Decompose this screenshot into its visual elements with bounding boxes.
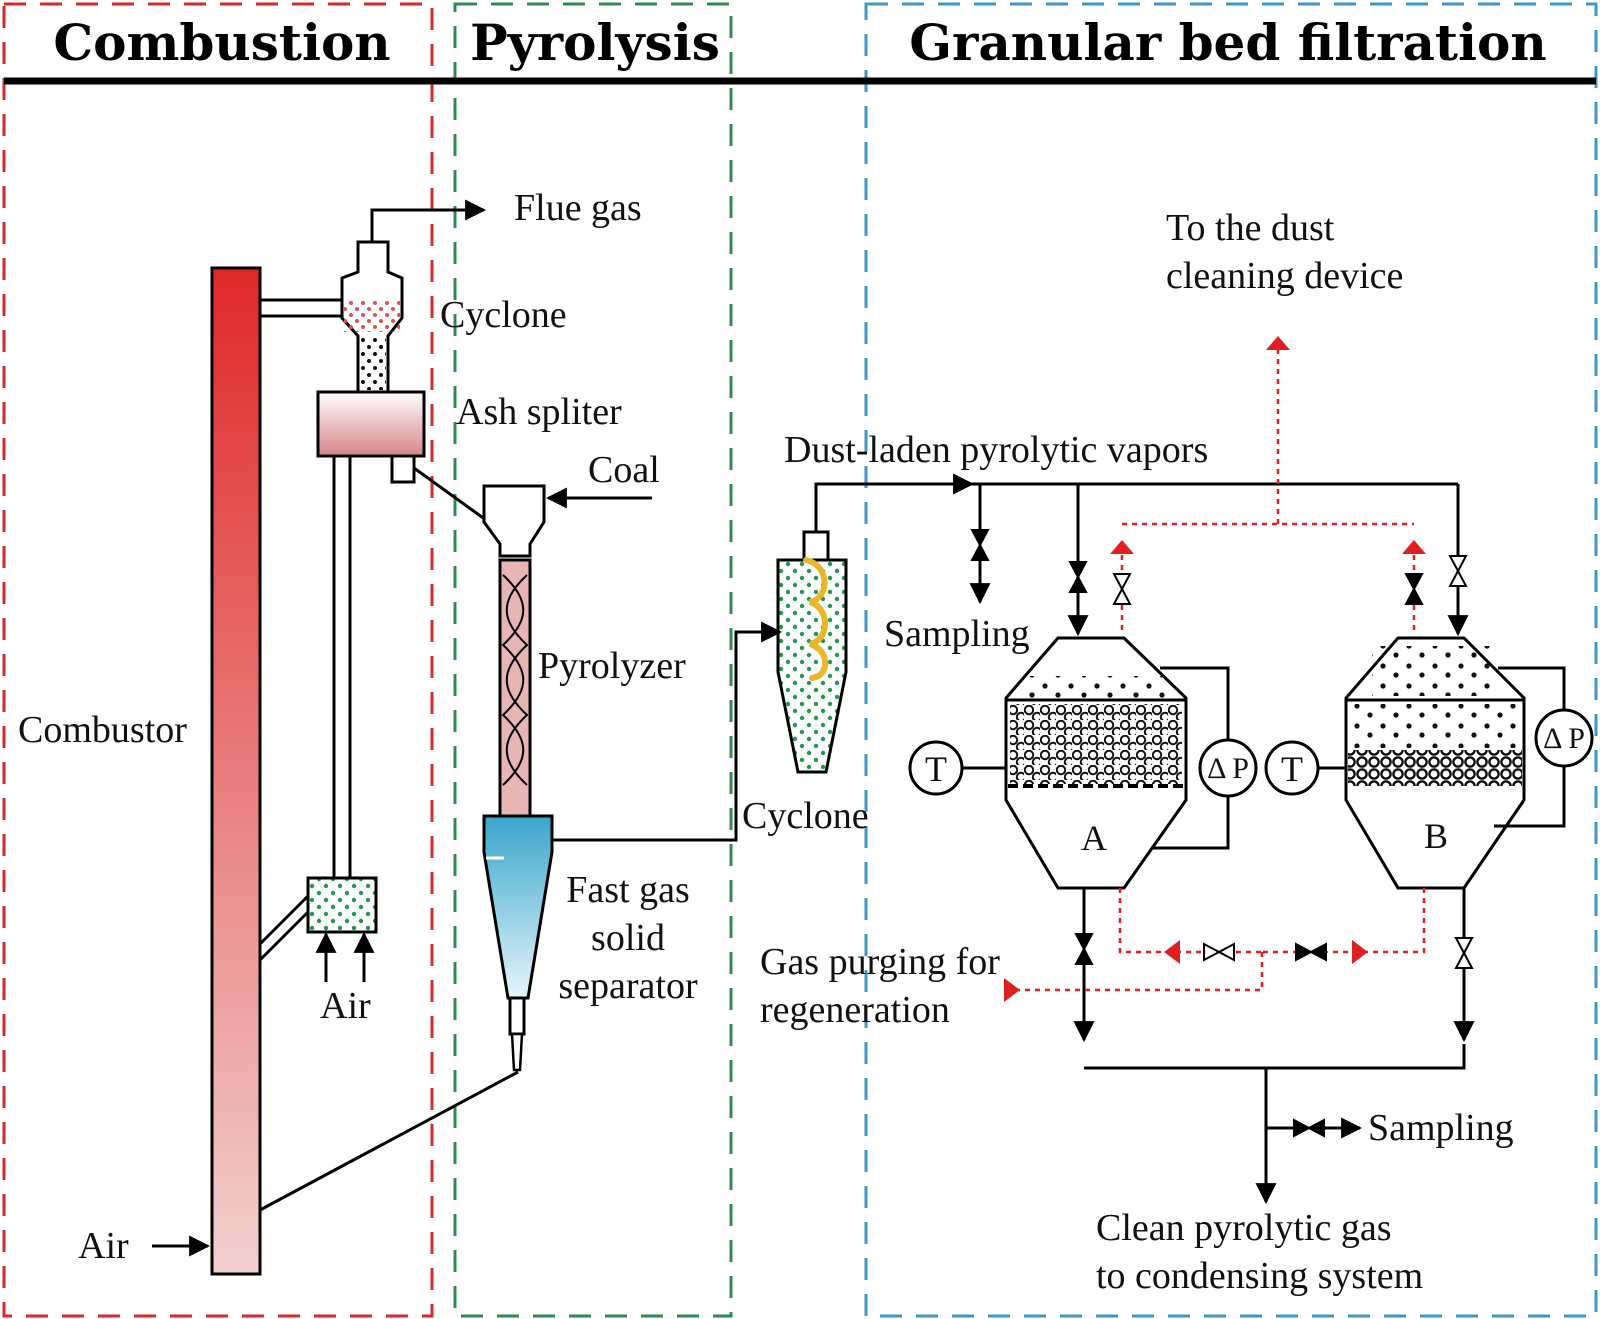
ash-spliter-label: Ash spliter xyxy=(456,391,622,433)
header-combustion: Combustion xyxy=(53,13,390,72)
filter-b-freeboard-dust xyxy=(1372,646,1492,696)
filter-a-dp-bottom-lead xyxy=(1152,796,1230,850)
sampling-top-label: Sampling xyxy=(884,613,1030,655)
filter-a-granular-bed xyxy=(1010,704,1182,784)
combustor-column xyxy=(210,266,262,1276)
mid-cyclone-body xyxy=(776,558,848,774)
char-return-line xyxy=(259,1070,519,1212)
combustor-label: Combustor xyxy=(18,709,187,751)
purge-label-line2: regeneration xyxy=(760,989,950,1031)
to-dust-label-line2: cleaning device xyxy=(1166,255,1403,297)
purge-line-b xyxy=(1262,888,1426,954)
fast-gas-label-line1: Fast gas xyxy=(566,869,690,911)
coal-label: Coal xyxy=(588,449,660,491)
filter-a-label: A xyxy=(1081,818,1107,858)
loop-seal-air-label: Air xyxy=(320,985,371,1027)
filter-b-dust-layer xyxy=(1350,704,1520,748)
mid-cyclone-vortex-finder xyxy=(802,530,830,562)
filter-b-dp-label: Δ P xyxy=(1543,722,1585,755)
pyrolyzer-tube xyxy=(498,558,532,818)
pyrolyzer-label: Pyrolyzer xyxy=(538,645,686,687)
clean-gas-label-line2: to condensing system xyxy=(1096,1255,1423,1297)
filter-a-dp-gauge xyxy=(1198,738,1258,798)
purge-valve-a xyxy=(1203,942,1235,962)
header-filtration: Granular bed filtration xyxy=(909,13,1546,72)
coal-hopper xyxy=(482,484,546,558)
header-pyrolysis: Pyrolysis xyxy=(470,13,720,72)
mid-cyclone-spiral xyxy=(803,557,829,681)
air-inlet-label: Air xyxy=(78,1225,129,1267)
mid-cyclone-label: Cyclone xyxy=(742,795,869,837)
filter-a-inlet-valve xyxy=(1068,561,1088,593)
loop-seal xyxy=(306,876,378,934)
sampling-valve xyxy=(970,529,990,561)
dust-cleaning-arrowhead-b xyxy=(1402,540,1426,554)
loop-seal-return-lower xyxy=(258,910,310,962)
top-cyclone-red-granules xyxy=(344,300,400,332)
top-cyclone-label: Cyclone xyxy=(440,294,567,336)
fast-gas-label-line3: separator xyxy=(558,965,698,1007)
purge-arrowhead-a xyxy=(1164,940,1180,964)
filter-b-granular-bed xyxy=(1348,750,1522,786)
hot-ash-line xyxy=(413,466,487,522)
ash-spliter-outlet xyxy=(390,454,416,484)
sampling-bottom-label: Sampling xyxy=(1368,1107,1514,1149)
purge-supply-line xyxy=(1004,952,1264,992)
separator-dipleg xyxy=(508,996,526,1036)
filter-a-freeboard-dust xyxy=(1024,676,1170,698)
loop-seal-return-upper xyxy=(258,894,310,946)
dust-cleaning-arrowhead-a xyxy=(1110,540,1134,554)
purge-arrowhead-b xyxy=(1352,940,1368,964)
clean-gas-label-line1: Clean pyrolytic gas xyxy=(1096,1207,1391,1249)
dust-cleaning-valve-b xyxy=(1404,573,1424,605)
purge-label-line1: Gas purging for xyxy=(760,941,1000,983)
sampling-bottom-valve xyxy=(1293,1118,1325,1138)
filtration-section-border xyxy=(864,2,1598,1318)
ash-spliter xyxy=(316,390,426,458)
pyrolysis-section-border xyxy=(453,2,733,1318)
separator-tip xyxy=(510,1032,524,1072)
filter-b-dp-gauge xyxy=(1534,708,1594,768)
filter-a-dp-top-lead xyxy=(1160,666,1230,740)
dust-cleaning-valve-a xyxy=(1112,573,1132,605)
flue-gas-line xyxy=(370,199,487,242)
purge-supply-arrowhead xyxy=(1004,978,1020,1002)
dust-cleaning-arrowhead xyxy=(1266,336,1290,350)
top-cyclone-black-granules xyxy=(360,338,386,390)
flue-gas-label: Flue gas xyxy=(514,187,642,229)
filter-b-dp-top-lead xyxy=(1498,666,1566,710)
purge-line-a xyxy=(1118,888,1262,954)
combustion-section-border xyxy=(2,2,434,1318)
clean-gas-collector xyxy=(1084,1044,1466,1070)
gas-line-to-cyclone xyxy=(552,621,783,842)
dust-laden-label: Dust-laden pyrolytic vapors xyxy=(784,429,1208,471)
fast-gas-label-line2: solid xyxy=(591,917,665,959)
pyrolyzer-mixer xyxy=(501,574,529,786)
filter-b-inlet-valve xyxy=(1448,555,1468,587)
filter-b-temperature-label: T xyxy=(1281,749,1303,789)
filter-b-outlet-valve xyxy=(1454,937,1474,969)
vapor-main-line xyxy=(814,482,1458,532)
purge-valve-b xyxy=(1295,942,1327,962)
filter-a-dp-label: Δ P xyxy=(1207,752,1249,785)
filter-b-dp-bottom-lead xyxy=(1494,766,1566,828)
filter-a-outlet-valve xyxy=(1074,933,1094,965)
filter-a-temperature-label: T xyxy=(925,749,947,789)
to-dust-label-line1: To the dust xyxy=(1166,207,1335,249)
fast-gas-solid-separator xyxy=(482,814,554,1000)
filter-b-label: B xyxy=(1424,816,1448,856)
